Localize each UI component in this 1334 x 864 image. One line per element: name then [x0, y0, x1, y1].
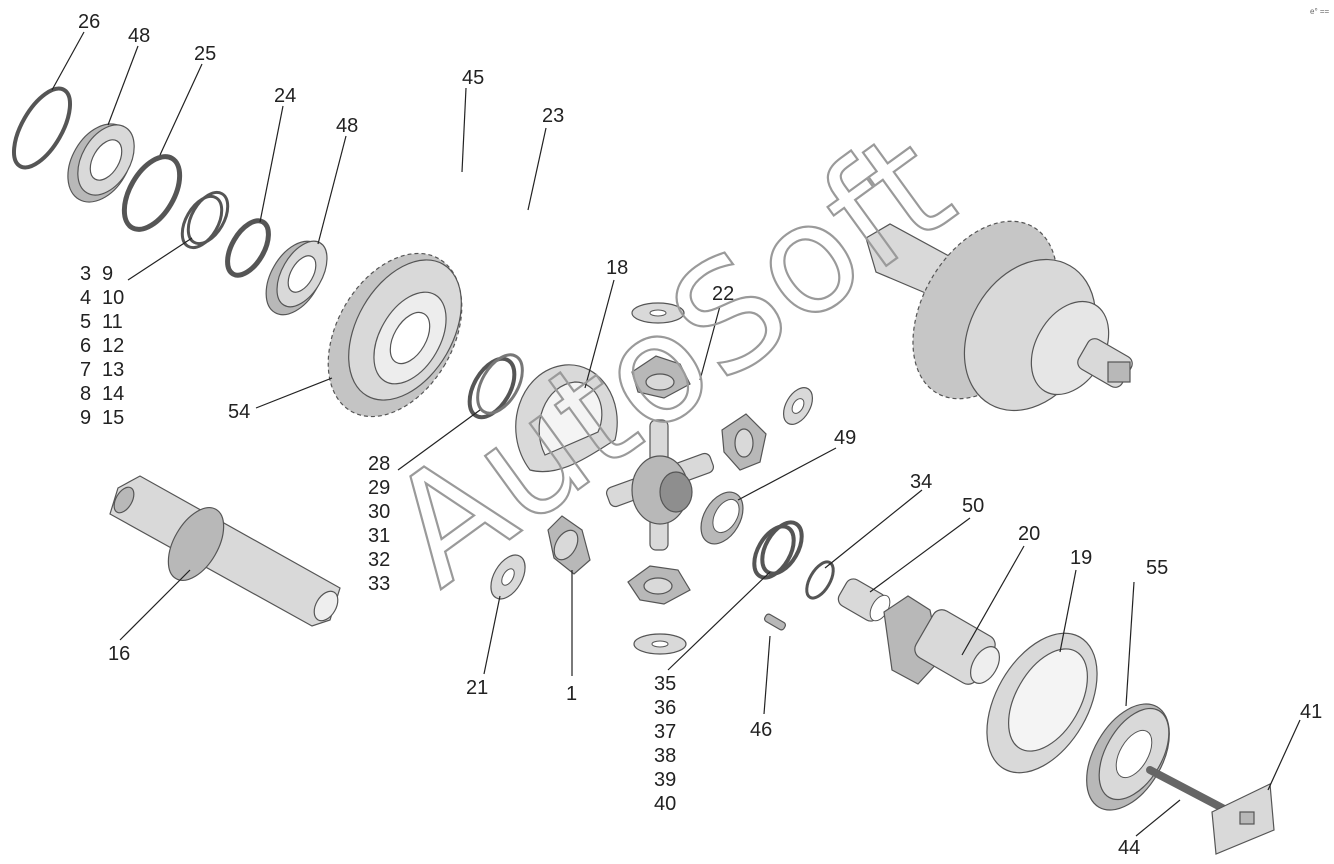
callout-54: 54 — [228, 401, 250, 423]
callout-19: 19 — [1070, 547, 1092, 569]
part-satellite-gear-top — [631, 355, 691, 399]
part-bearing-55 — [1086, 703, 1170, 811]
callout-23: 23 — [542, 105, 564, 127]
part-washer-22 — [782, 387, 814, 425]
callout-45: 45 — [462, 67, 484, 89]
group-mid-3: 31 — [368, 525, 390, 547]
group-left-col1-2: 5 — [80, 311, 91, 333]
part-rings-35-40 — [752, 520, 804, 580]
leader-lines — [51, 31, 1301, 837]
part-bushing-49 — [700, 491, 744, 545]
part-shims-3-15 — [180, 190, 230, 250]
callout-34: 34 — [910, 471, 932, 493]
watermark-text: AutoSoft — [359, 100, 982, 619]
part-cross-spider — [605, 419, 715, 551]
part-bearing-48b — [265, 240, 328, 316]
part-ring-25 — [121, 154, 183, 232]
callout-26: 26 — [78, 11, 100, 33]
group-mid-1: 29 — [368, 477, 390, 499]
callout-50: 50 — [962, 495, 984, 517]
part-tool-41-44 — [1146, 766, 1275, 855]
part-housing-half-18 — [515, 364, 618, 473]
group-left-col1-4: 7 — [80, 359, 91, 381]
group-bottom-5: 40 — [654, 793, 676, 815]
group-bottom-0: 35 — [654, 673, 676, 695]
part-shaft-16 — [109, 475, 341, 627]
part-satellite-gear-bottom — [627, 565, 691, 605]
part-housing-cover-19 — [986, 632, 1098, 774]
group-left-col1-6: 9 — [80, 407, 91, 429]
group-left-col2-3: 12 — [102, 335, 124, 357]
callout-24: 24 — [274, 85, 296, 107]
callout-group-left: 3 4 5 6 7 8 9 9 10 11 12 13 14 15 — [80, 263, 124, 429]
callout-25: 25 — [194, 43, 216, 65]
group-left-col2-4: 13 — [102, 359, 124, 381]
part-washer-top — [631, 302, 685, 324]
callout-41: 41 — [1300, 701, 1322, 723]
corner-mark: e° == — [1310, 7, 1330, 16]
group-left-col2-5: 14 — [102, 383, 124, 405]
group-mid-5: 33 — [368, 573, 390, 595]
part-gear-shaft-20 — [883, 595, 1001, 685]
group-bottom-3: 38 — [654, 745, 676, 767]
part-bearing-48a — [67, 123, 135, 203]
group-mid-2: 30 — [368, 501, 390, 523]
part-assembled-unit — [865, 220, 1133, 412]
group-bottom-4: 39 — [654, 769, 676, 791]
callout-group-mid: 28 29 30 31 32 33 — [368, 453, 390, 595]
part-snap-ring-26 — [12, 86, 72, 170]
group-left-col2-6: 15 — [102, 407, 124, 429]
callout-55: 55 — [1146, 557, 1168, 579]
callout-22: 22 — [712, 283, 734, 305]
part-satellite-gear-right — [721, 413, 767, 471]
group-left-col1-3: 6 — [80, 335, 91, 357]
part-washer-21 — [490, 554, 526, 600]
callout-44: 44 — [1118, 837, 1140, 859]
group-bottom-1: 36 — [654, 697, 676, 719]
group-left-col1-1: 4 — [80, 287, 91, 309]
group-left-col2-0: 9 — [102, 263, 113, 285]
callout-20: 20 — [1018, 523, 1040, 545]
part-ring-24 — [225, 218, 271, 278]
part-ring-34 — [805, 560, 835, 600]
group-mid-0: 28 — [368, 453, 390, 475]
group-mid-4: 32 — [368, 549, 390, 571]
group-left-col1-5: 8 — [80, 383, 91, 405]
group-left-col1-0: 3 — [80, 263, 91, 285]
group-left-col2-2: 11 — [102, 311, 123, 333]
part-rings-28-33 — [467, 353, 524, 420]
callout-21: 21 — [466, 677, 488, 699]
group-left-col2-1: 10 — [102, 287, 124, 309]
callout-48a: 48 — [128, 25, 150, 47]
callout-16: 16 — [108, 643, 130, 665]
part-bevel-gear-1 — [547, 515, 591, 575]
part-large-gear-54 — [327, 252, 463, 418]
callout-1: 1 — [566, 683, 577, 705]
callout-48b: 48 — [336, 115, 358, 137]
part-pin-46 — [763, 613, 787, 631]
callout-18: 18 — [606, 257, 628, 279]
callout-49: 49 — [834, 427, 856, 449]
callout-46: 46 — [750, 719, 772, 741]
callout-group-bottom: 35 36 37 38 39 40 — [654, 673, 676, 815]
part-washer-bottom — [633, 633, 687, 655]
group-bottom-2: 37 — [654, 721, 676, 743]
